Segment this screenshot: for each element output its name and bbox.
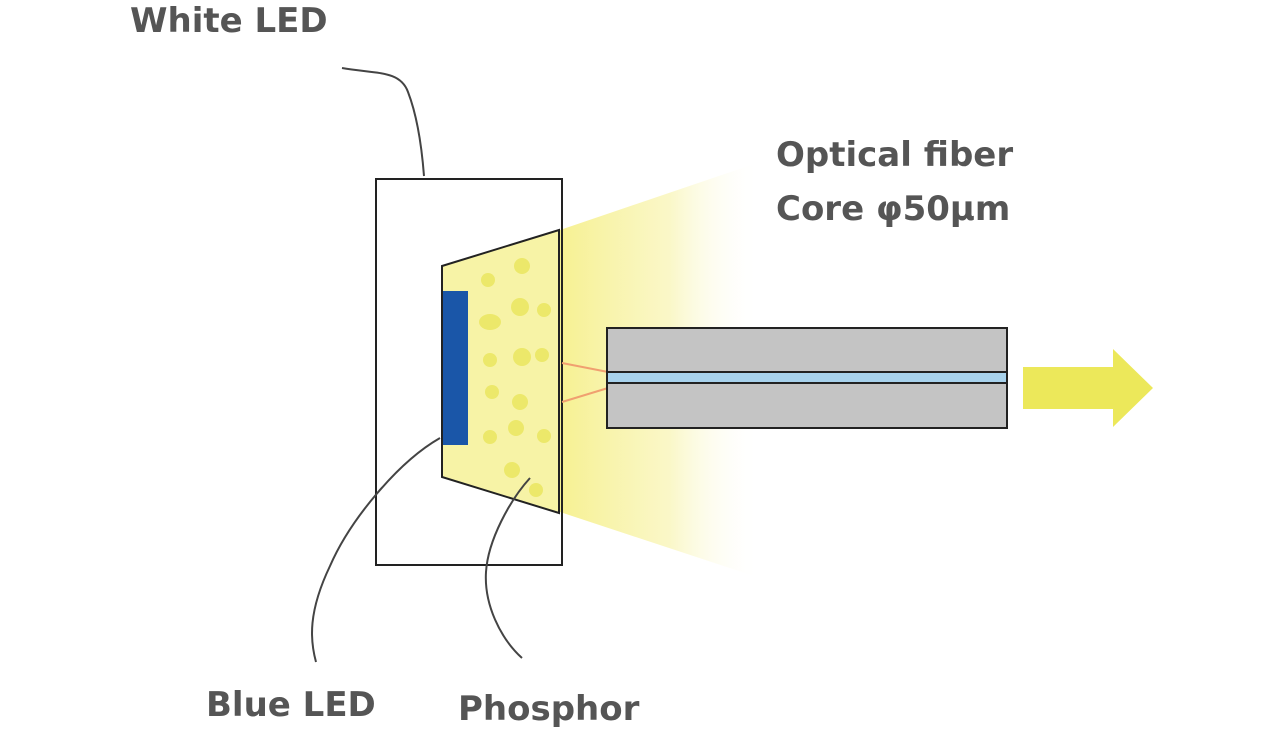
- optical-fiber-label-line1: Optical fiber: [776, 135, 1014, 175]
- optical-fiber-label: Optical fiber Core φ50μm: [776, 128, 1013, 237]
- light-ray: [561, 362, 609, 373]
- phosphor-particles: [479, 258, 551, 497]
- phosphor-particle: [511, 298, 529, 316]
- phosphor-particle: [529, 483, 543, 497]
- phosphor-leader: [484, 477, 531, 659]
- phosphor-particle: [514, 258, 530, 274]
- phosphor-label: Phosphor: [458, 689, 640, 729]
- phosphor-particle: [479, 314, 501, 330]
- phosphor-particle: [483, 353, 497, 367]
- phosphor-region: [441, 228, 560, 515]
- phosphor-particle: [483, 430, 497, 444]
- phosphor-particle: [508, 420, 524, 436]
- blue-led-leader: [311, 437, 441, 663]
- phosphor-particle: [481, 273, 495, 287]
- optical-fiber-label-line2: Core φ50μm: [776, 189, 1011, 230]
- white-led-leader: [341, 67, 425, 177]
- phosphor-particle: [537, 429, 551, 443]
- fiber-core: [606, 371, 1008, 384]
- output-arrow: [1023, 349, 1153, 427]
- blue-led-chip: [443, 291, 468, 445]
- phosphor-particle: [537, 303, 551, 317]
- phosphor-particle: [485, 385, 499, 399]
- white-led-label: White LED: [130, 1, 328, 41]
- phosphor-particle: [512, 394, 528, 410]
- phosphor-particle: [504, 462, 520, 478]
- blue-led-label: Blue LED: [206, 685, 376, 725]
- phosphor-particle: [513, 348, 531, 366]
- light-ray: [561, 387, 609, 403]
- phosphor-particle: [535, 348, 549, 362]
- white-led-package: [375, 178, 563, 566]
